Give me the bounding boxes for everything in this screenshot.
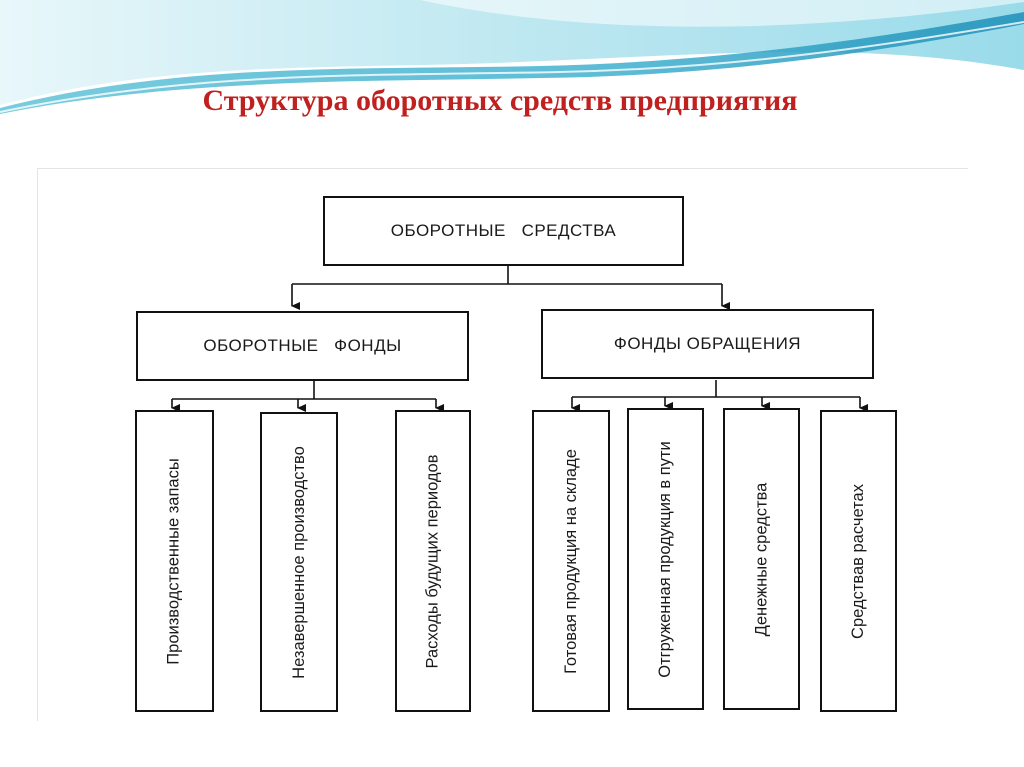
item-box-production-stocks: Производственные запасы bbox=[135, 410, 214, 712]
item-box-deferred-expenses: Расходы будущих периодов bbox=[395, 410, 471, 712]
item-label: Расходы будущих периодов bbox=[423, 453, 442, 669]
item-label: Готовая продукция на складе bbox=[561, 448, 580, 674]
group-box-label: ОБОРОТНЫЕ ФОНДЫ bbox=[203, 336, 402, 355]
slide-title: Структура оборотных средств предприятия bbox=[202, 84, 798, 117]
root-box-current-assets: ОБОРОТНЫЕ СРЕДСТВА bbox=[323, 196, 684, 266]
item-box-finished-goods: Готовая продукция на складе bbox=[532, 410, 610, 712]
root-box-label: ОБОРОТНЫЕ СРЕДСТВА bbox=[390, 221, 617, 240]
header-wave-decoration bbox=[0, 0, 1024, 114]
item-label: Средствав расчетах bbox=[849, 483, 868, 639]
item-label: Незавершенное производство bbox=[289, 445, 308, 679]
item-label: Производственные запасы bbox=[165, 457, 184, 665]
group-box-working-capital-funds: ОБОРОТНЫЕ ФОНДЫ bbox=[136, 311, 469, 381]
item-box-goods-shipped: Отгруженная продукция в пути bbox=[627, 408, 704, 710]
item-box-work-in-progress: Незавершенное производство bbox=[260, 412, 338, 712]
diagram-frame bbox=[37, 168, 968, 721]
group-box-label: ФОНДЫ ОБРАЩЕНИЯ bbox=[613, 334, 802, 353]
item-label: Денежные средства bbox=[752, 482, 770, 636]
group-box-circulation-funds: ФОНДЫ ОБРАЩЕНИЯ bbox=[541, 309, 874, 379]
item-label: Отгруженная продукция в пути bbox=[656, 440, 674, 678]
item-box-receivables: Средствав расчетах bbox=[820, 410, 897, 712]
item-box-cash: Денежные средства bbox=[723, 408, 800, 710]
